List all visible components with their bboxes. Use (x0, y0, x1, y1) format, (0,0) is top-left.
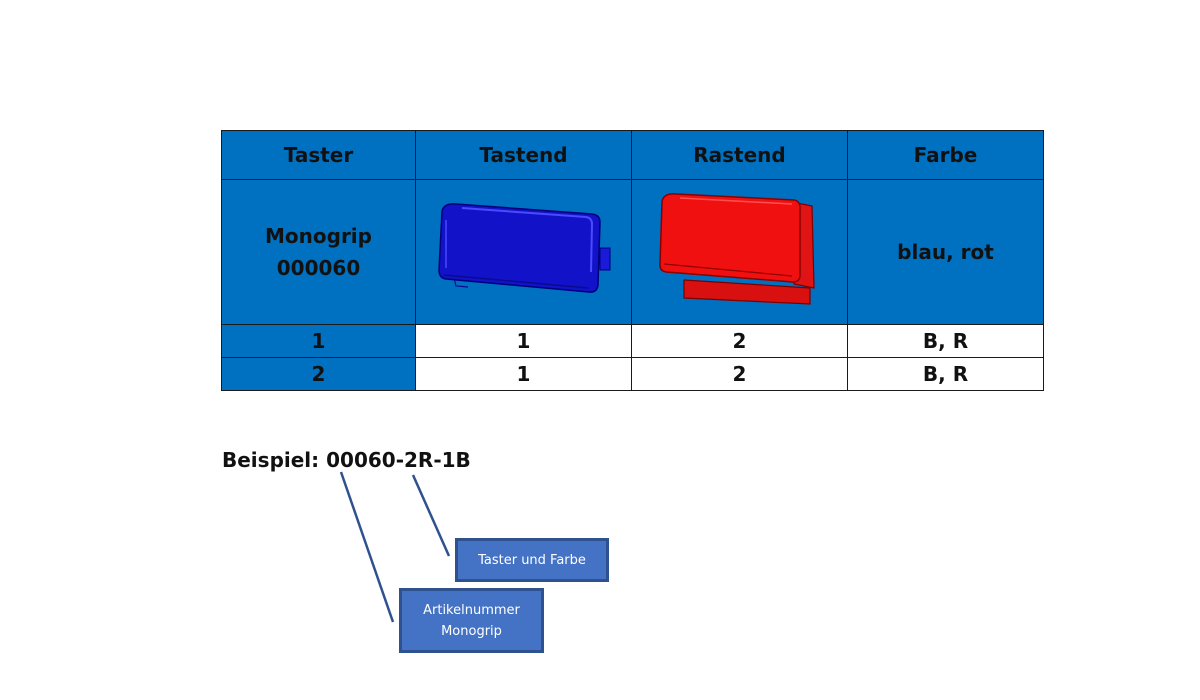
callout-artikelnummer-line2: Monogrip (441, 623, 502, 639)
connector-line-artikelnummer (339, 471, 395, 623)
product-colors-cell: blau, rot (847, 179, 1044, 325)
header-tastend: Tastend (415, 130, 632, 180)
callout-artikelnummer: Artikelnummer Monogrip (399, 588, 544, 653)
row2-farbe: B, R (847, 357, 1044, 391)
callout-taster-und-farbe-text: Taster und Farbe (478, 552, 586, 568)
blue-button-cap-icon (438, 203, 611, 293)
header-farbe: Farbe (847, 130, 1044, 180)
connector-line-taster-farbe (411, 474, 451, 557)
product-name-cell: Monogrip 000060 (221, 179, 416, 325)
table-row: 2 1 2 B, R (221, 357, 1044, 391)
product-table: Taster Tastend Rastend Farbe Monogrip 00… (221, 130, 1044, 391)
row1-tastend: 1 (415, 324, 632, 358)
example-label: Beispiel: 00060-2R-1B (222, 448, 471, 472)
product-name-line2: 000060 (276, 256, 361, 280)
product-name-line1: Monogrip (265, 224, 372, 248)
row2-rastend: 2 (631, 357, 848, 391)
header-taster: Taster (221, 130, 416, 180)
table-header-row: Taster Tastend Rastend Farbe (221, 130, 1044, 180)
red-button-cap-icon (659, 193, 815, 305)
product-image-row: Monogrip 000060 (221, 179, 1044, 325)
row2-taster: 2 (221, 357, 416, 391)
row1-farbe: B, R (847, 324, 1044, 358)
row1-taster: 1 (221, 324, 416, 358)
callout-taster-und-farbe: Taster und Farbe (455, 538, 609, 582)
tastend-image-cell (415, 179, 632, 325)
rastend-image-cell (631, 179, 848, 325)
table-row: 1 1 2 B, R (221, 324, 1044, 358)
callout-artikelnummer-line1: Artikelnummer (423, 602, 520, 618)
row2-tastend: 1 (415, 357, 632, 391)
